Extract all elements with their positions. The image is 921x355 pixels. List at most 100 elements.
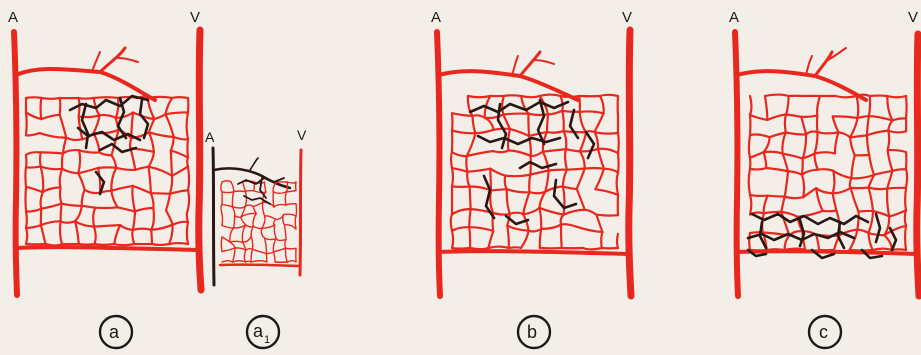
capillary-segment <box>906 96 907 118</box>
capillary-segment <box>26 97 41 98</box>
capillary-segment <box>188 190 189 209</box>
capillary-segment <box>823 211 837 212</box>
capillary-segment <box>452 209 471 215</box>
capillary-segment <box>833 193 837 210</box>
capillary-segment <box>173 222 188 225</box>
capillary-segment <box>40 152 41 166</box>
capillary-segment <box>467 169 490 172</box>
capillary-segment <box>786 96 788 115</box>
capillary-segment <box>750 152 764 158</box>
capillary-segment <box>25 167 26 186</box>
capillary-segment <box>565 149 567 170</box>
capillary-network-b <box>451 95 619 250</box>
capillary-segment <box>26 228 27 244</box>
capillary-segment <box>41 98 42 119</box>
capillary-segment <box>284 225 286 240</box>
capillary-segment <box>618 133 619 153</box>
capillary-segment <box>26 209 41 212</box>
capillary-segment <box>95 207 117 208</box>
capillary-segment <box>287 182 296 183</box>
capillary-segment <box>26 187 43 192</box>
capillary-segment <box>543 149 566 152</box>
capillary-segment <box>26 133 40 135</box>
capillary-segment <box>132 230 134 244</box>
capillary-segment <box>62 204 82 206</box>
capillary-segment <box>75 206 82 222</box>
capillary-segment <box>93 208 95 227</box>
capillary-segment <box>887 96 892 121</box>
capillary-segment <box>154 114 165 119</box>
capillary-segment <box>510 129 529 136</box>
capillary-segment <box>802 170 818 175</box>
panel-c: A V c <box>729 9 919 348</box>
capillary-segment <box>265 238 277 240</box>
capillary-segment <box>749 135 750 158</box>
capillary-segment <box>95 244 115 245</box>
capillary-segment <box>749 169 750 195</box>
capillary-segment <box>595 114 604 132</box>
capillary-segment <box>26 212 27 229</box>
capillary-segment <box>750 135 770 138</box>
capillary-segment <box>476 130 494 133</box>
capillary-segment <box>764 152 783 154</box>
capillary-segment <box>528 114 529 136</box>
capillary-segment <box>833 116 858 118</box>
capillary-segment <box>803 135 806 159</box>
capillary-segment <box>833 188 851 193</box>
capillary-segment <box>595 169 604 190</box>
capillary-segment <box>285 192 286 205</box>
capillary-segment <box>265 238 267 254</box>
capillary-segment <box>782 133 785 154</box>
capillary-segment <box>286 248 296 249</box>
capillary-segment <box>579 96 580 112</box>
capillary-segment <box>838 132 850 137</box>
capillary-segment <box>230 242 235 248</box>
capillary-segment <box>504 95 521 96</box>
capillary-segment <box>597 215 603 232</box>
capillary-segment <box>61 204 62 222</box>
capillary-segment <box>221 237 222 252</box>
capillary-segment <box>580 149 598 152</box>
capillary-segment <box>868 233 872 250</box>
capillary-segment <box>114 244 134 245</box>
capillary-segment <box>451 215 452 231</box>
capillary-segment <box>284 225 296 229</box>
capillary-segment <box>253 214 256 227</box>
capillary-segment <box>580 132 586 151</box>
capillary-segment <box>507 226 509 248</box>
capillary-segment <box>171 151 172 176</box>
capillary-segment <box>466 156 467 172</box>
capillary-segment <box>869 155 874 175</box>
capillary-segment <box>858 116 869 118</box>
capillary-segment <box>41 98 59 99</box>
capillary-segment <box>833 116 839 132</box>
capillary-segment <box>491 189 507 190</box>
capillary-segment <box>851 188 859 212</box>
capillary-segment <box>547 114 548 132</box>
capillary-segment <box>597 215 619 216</box>
capillary-segment <box>816 188 832 193</box>
capillary-segment <box>166 210 173 224</box>
capillary-segment <box>874 171 892 175</box>
capillary-segment <box>63 150 79 153</box>
capillary-segment <box>467 172 469 187</box>
capillary-segment <box>235 215 241 217</box>
capillary-segment <box>222 204 233 206</box>
capillary-network-c <box>749 95 907 251</box>
capillary-segment <box>26 166 41 167</box>
capillary-segment <box>785 197 804 199</box>
capillary-segment <box>856 96 858 118</box>
capillary-segment <box>43 187 61 192</box>
capillary-segment <box>833 171 851 178</box>
capillary-segment <box>802 175 804 197</box>
capillary-segment <box>473 115 485 117</box>
capillary-segment <box>869 188 888 190</box>
capillary-segment <box>26 112 27 135</box>
capillary-segment <box>851 175 874 178</box>
capillary-segment <box>469 227 493 231</box>
capillary-segment <box>283 214 296 216</box>
capillary-segment <box>253 202 263 206</box>
capillary-segment <box>66 138 82 140</box>
capillary-segment <box>562 111 580 112</box>
capillary-segment <box>98 168 100 193</box>
